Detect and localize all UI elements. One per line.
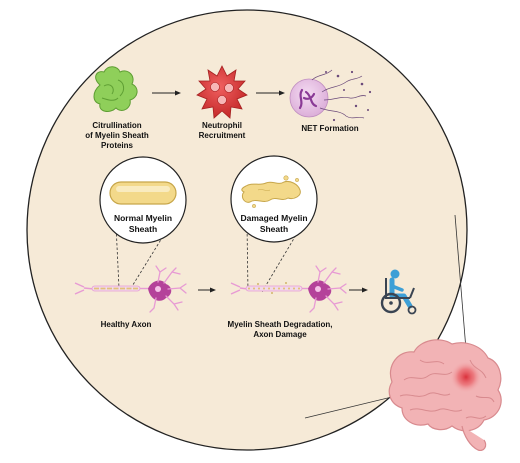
net-cell-icon <box>289 69 372 122</box>
label-damaged-myelin: Damaged Myelin Sheath <box>240 213 308 234</box>
protein-icon <box>93 66 138 112</box>
arrow-protein-to-neutrophil <box>152 90 181 96</box>
arrow-damage-to-disability <box>349 287 368 293</box>
label-sheath-degradation: Myelin Sheath Degradation, Axon Damage <box>227 320 333 339</box>
healthy-neuron-icon <box>74 265 187 313</box>
label-neutrophil-recruitment: Neutrophil Recruitment <box>198 121 246 140</box>
wheelchair-icon <box>380 269 417 315</box>
arrow-neutrophil-to-net <box>256 90 285 96</box>
label-citrullination: Citrullination of Myelin Sheath Proteins <box>85 121 149 150</box>
brain-icon <box>388 339 502 451</box>
damaged-neuron-icon <box>230 265 347 313</box>
arrow-healthy-to-damaged <box>198 287 216 293</box>
label-net-formation: NET Formation <box>301 124 359 133</box>
label-healthy-axon: Healthy Axon <box>100 320 152 329</box>
neutrophil-icon <box>196 65 248 119</box>
damaged-myelin-icon <box>241 175 301 208</box>
label-normal-myelin: Normal Myelin Sheath <box>113 213 173 234</box>
normal-myelin-icon <box>109 181 177 205</box>
